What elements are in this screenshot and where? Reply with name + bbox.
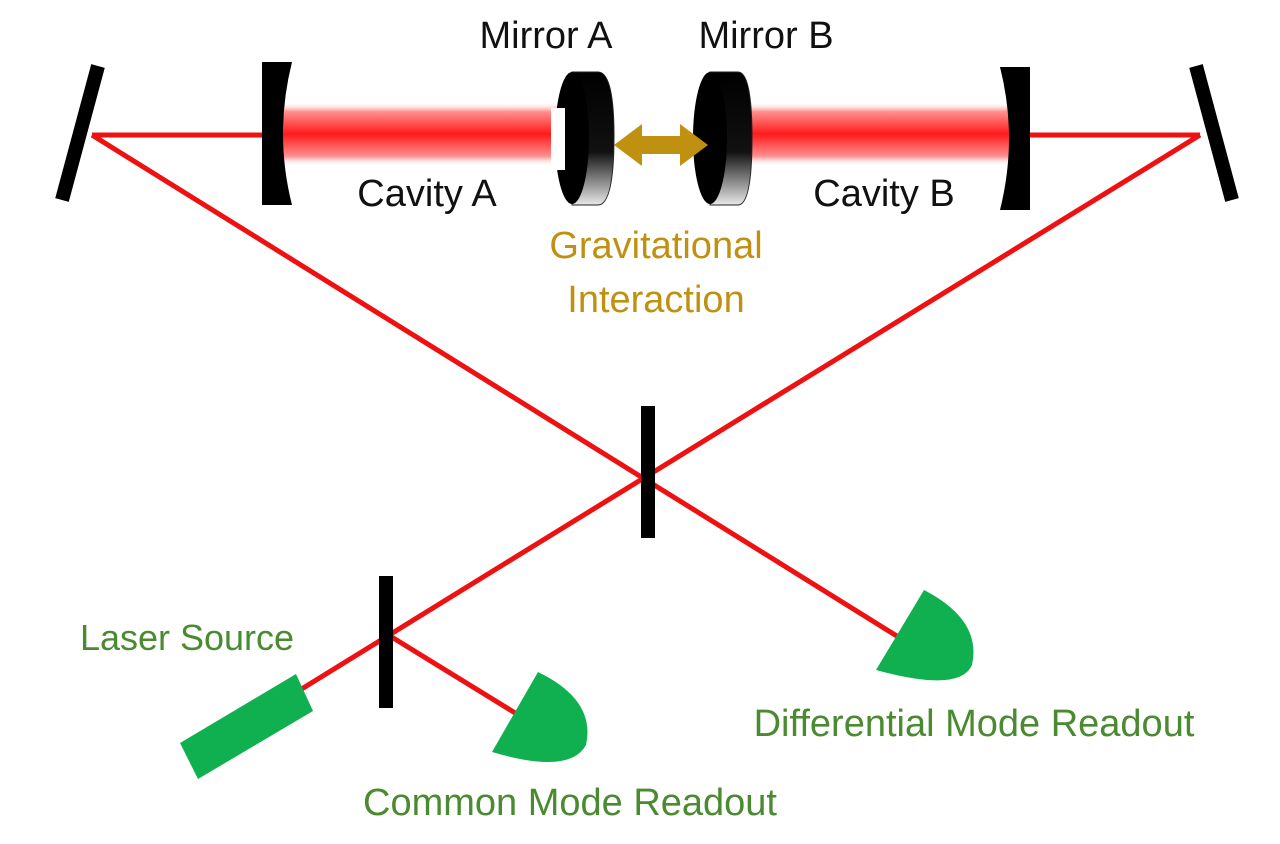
mirror-b-label: Mirror B [698,15,833,57]
laser-source-label: Laser Source [80,617,294,658]
cavity-b-label: Cavity B [813,173,954,215]
beam-to-common-readout [388,633,522,719]
differential-mode-readout-label: Differential Mode Readout [754,703,1195,745]
right-steering-mirror [1189,64,1239,202]
mirror-a [551,71,615,206]
mirror-b [693,71,753,206]
beam-right-mirror-to-laser [298,132,1202,693]
gravitational-label-line2: Interaction [567,279,744,321]
gravitational-interaction-arrow [614,124,708,166]
cavity-a-input-mirror [262,62,292,205]
mirror-a-label: Mirror A [480,15,614,57]
cavity-a-label: Cavity A [357,173,497,215]
cavity-b-beam [745,102,1017,166]
gravitational-label-line1: Gravitational [549,225,762,267]
laser-source [180,674,313,779]
cavity-b-input-mirror [1000,67,1030,210]
differential-mode-detector [876,590,974,681]
beam-left-mirror-to-diff-readout [90,132,902,641]
beam-paths [90,132,1202,719]
cavity-a-beam [278,102,564,166]
common-mode-readout-label: Common Mode Readout [363,782,777,824]
common-mode-detector [492,672,588,762]
left-steering-mirror [55,64,105,202]
